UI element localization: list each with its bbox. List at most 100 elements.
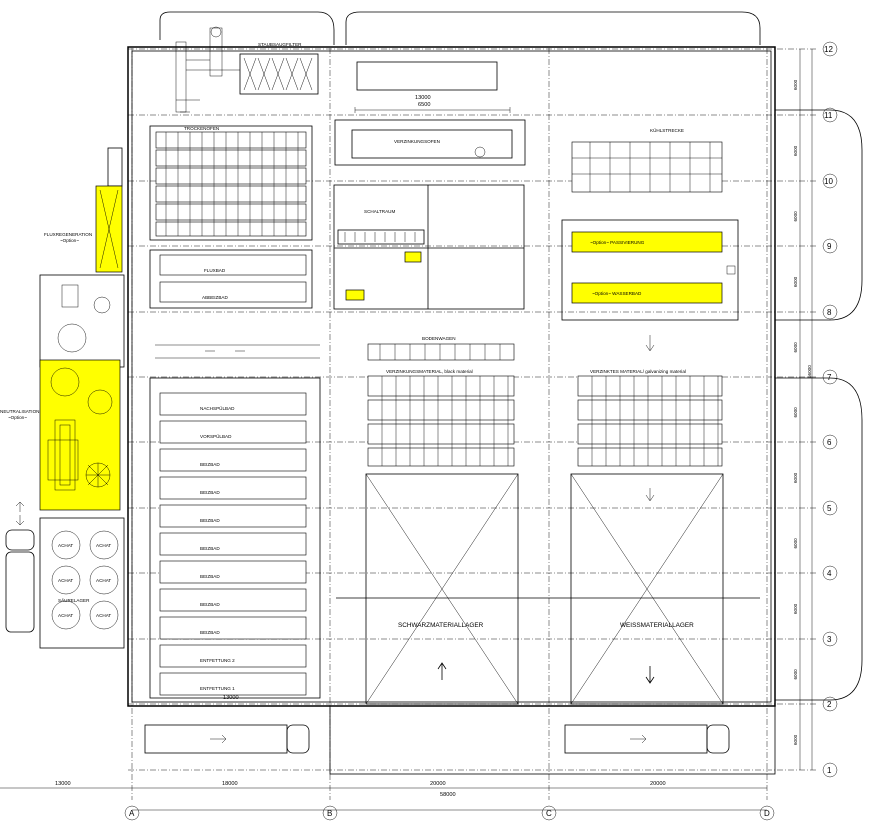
column-axis-bubble [124,805,140,821]
right-dimension-label: 6000 [793,407,798,418]
column-axis-bubble [759,805,775,821]
tank-label: ENTFETTUNG 1 [200,686,235,691]
rinse-bath-label: ABBEIZBAD [202,295,228,300]
floor-cars [367,343,515,361]
tank-group: NACHSPÜLBAD VORSPÜLBAD BEIZBAD BEIZBAD BEIZB… [159,392,307,696]
floor-cars-label: BODENWAGEN [422,336,456,341]
tank-label: BEIZBAD [200,574,220,579]
flux-regeneration-label: FLUXREGENERATION [44,232,92,237]
acid-tank-label: ACHAT [58,613,73,618]
row-axis-label: 12 [824,45,833,54]
passivation-bath [571,231,723,253]
right-dimension-label: 6000 [793,342,798,353]
black-material-racks [367,375,515,467]
dim-bottom-cd: 20000 [650,781,666,787]
control-room-label: SCHALTRAUM [364,209,395,214]
galvanized-material-label: VERZINKTES MATERIAL/ galvanizing materia… [590,369,686,374]
row-axis-bubble [822,107,838,123]
right-dimension-label: 6000 [793,211,798,222]
row-axis-bubble [822,41,838,57]
right-dimension-label: 6000 [793,472,798,483]
right-dimension-label: 66000 [807,365,812,378]
dim-13000-top: 13000 [415,95,431,101]
acid-tank [51,600,81,630]
tank [159,560,307,584]
neutralisation-unit [39,359,121,511]
passivation-label: ~Option~ PASSIVIERUNG [590,240,645,245]
control-room [337,229,425,245]
tank-label: NACHSPÜLBAD [200,405,235,411]
arrow-down-icon [645,666,655,684]
flux-bath [159,254,307,276]
loading-bay [329,705,776,775]
tank [159,476,307,500]
drying-oven [149,125,313,241]
row-axis-label: 2 [827,700,832,709]
arrow-up-icon [437,662,447,680]
right-dimension-label: 6000 [793,603,798,614]
row-axis-label: 8 [827,308,832,317]
white-store-label: WEISSMATERIALLAGER [620,622,694,629]
acid-tank-label: ACHAT [58,578,73,583]
tank [159,616,307,640]
right-dimension-label: 6000 [793,79,798,90]
tank [159,644,307,668]
tank [159,420,307,444]
row-axis-bubble [822,369,838,385]
tank [159,504,307,528]
row-axis-bubble [822,173,838,189]
black-store-label: SCHWARZMATERIALLAGER [398,622,484,629]
tank-label: BEIZBAD [200,630,220,635]
row-axis-bubble [822,565,838,581]
right-dimension-label: 6000 [793,538,798,549]
row-axis-bubble [822,238,838,254]
right-dimension-label: 6000 [793,145,798,156]
acid-tank [51,530,81,560]
column-axis-bubble [541,805,557,821]
acid-tank [89,530,119,560]
acid-tank-label: ACHAT [96,578,111,583]
acid-tank [89,565,119,595]
dust-filter [239,53,319,95]
row-axis-label: 5 [827,504,832,513]
row-axis-bubble [822,696,838,712]
black-material-label: VERZINKUNGSMATERIAL, black material [386,369,473,374]
right-dimension-labels: 6000600060006000600060006000600060006000… [793,79,812,745]
tank [159,392,307,416]
column-axis-label: B [327,809,332,818]
column-axis-bubble [322,805,338,821]
tank [159,672,307,696]
black-material-store [365,473,519,705]
cooling-section-label: KÜHLSTRECKE [650,127,684,133]
acid-store [39,517,125,649]
tank-label: BEIZBAD [200,462,220,467]
acid-tank-label: ACHAT [58,543,73,548]
truck-left-icon [5,551,35,633]
white-material-store [570,473,724,705]
tank [159,532,307,556]
galvanizing-oven [334,119,526,166]
rinse-bath [159,281,307,303]
row-axis-bubble [822,500,838,516]
row-axis-label: 1 [827,766,832,775]
right-dimension-label: 6000 [793,669,798,680]
acid-tank-label: ACHAT [96,543,111,548]
dust-filter-label: STAUBSAUGFILTER [258,42,302,47]
dim-bottom-bc: 20000 [430,781,446,787]
row-axis-label: 10 [824,177,833,186]
row-axis-bubble [822,304,838,320]
dim-bottom-total: 58000 [440,792,456,798]
column-axis-label: A [129,809,135,818]
flux-regeneration-option: ~Option~ [60,238,79,243]
flux-bath-label: FLUXBAD [204,268,226,273]
row-axis-label: 9 [827,242,832,251]
row-axis-bubble [822,434,838,450]
galvanized-material-racks [577,375,723,467]
dim-13000-bottom: 13000 [223,695,239,701]
row-axis-label: 3 [827,635,832,644]
row-axis-label: 6 [827,438,832,447]
tank-label: VORSPÜLBAD [200,433,232,439]
drying-oven-label: TROCKENOFEN [184,126,219,131]
